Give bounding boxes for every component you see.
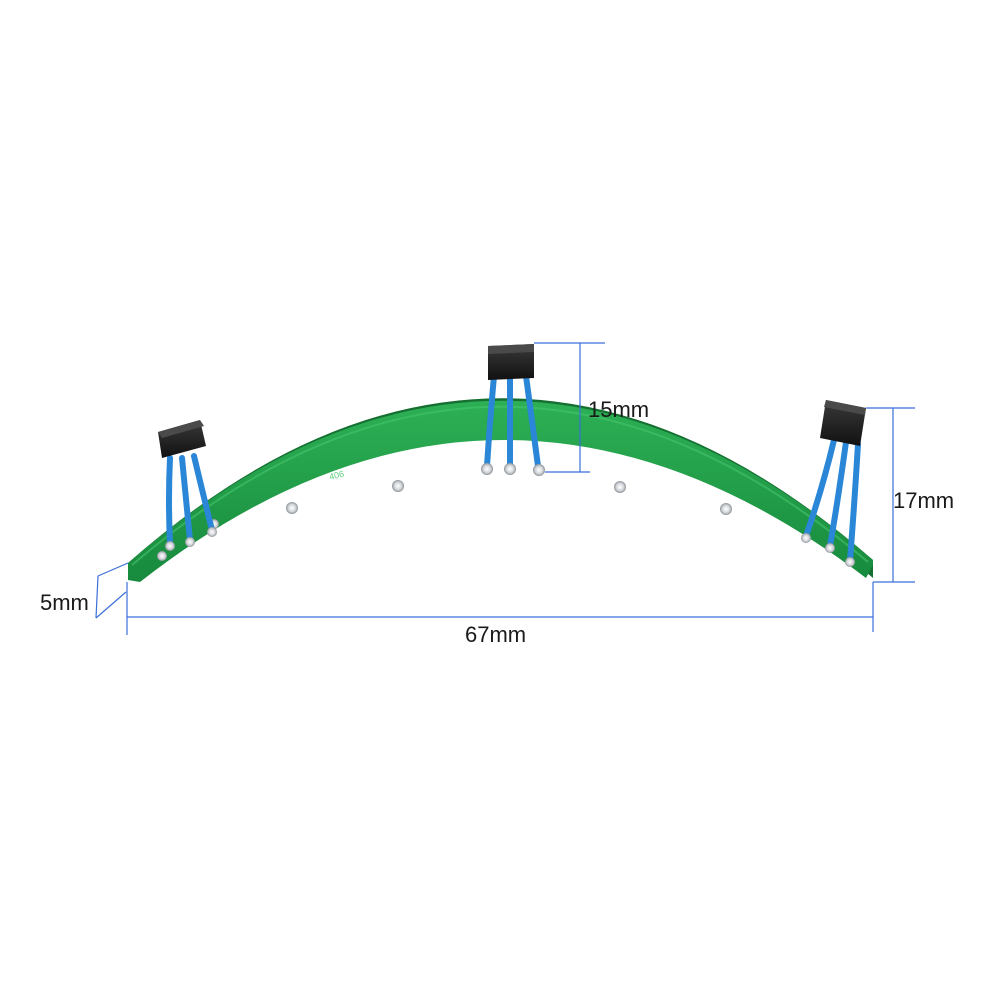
dimension-lines — [95, 342, 915, 635]
svg-text:406: 406 — [328, 469, 345, 482]
pcb-board-face — [128, 400, 873, 582]
pcb-hole — [614, 481, 626, 493]
pcb-hole — [720, 503, 732, 515]
hall-sensor-right — [801, 400, 866, 567]
dim-board-height-line — [95, 591, 127, 619]
dim-board-height-label: 5mm — [40, 590, 89, 615]
dim-center-height-label: 15mm — [588, 397, 650, 422]
pcb-board: 406 — [128, 398, 873, 582]
pcb-hole — [157, 551, 167, 561]
hall-sensor-left — [158, 420, 217, 551]
pcb-hole — [392, 480, 404, 492]
hall-sensor-center — [481, 344, 545, 476]
dim-length-label: 67mm — [465, 622, 527, 647]
dim-side-height-label: 17mm — [893, 488, 955, 513]
pcb-hole — [286, 502, 298, 514]
